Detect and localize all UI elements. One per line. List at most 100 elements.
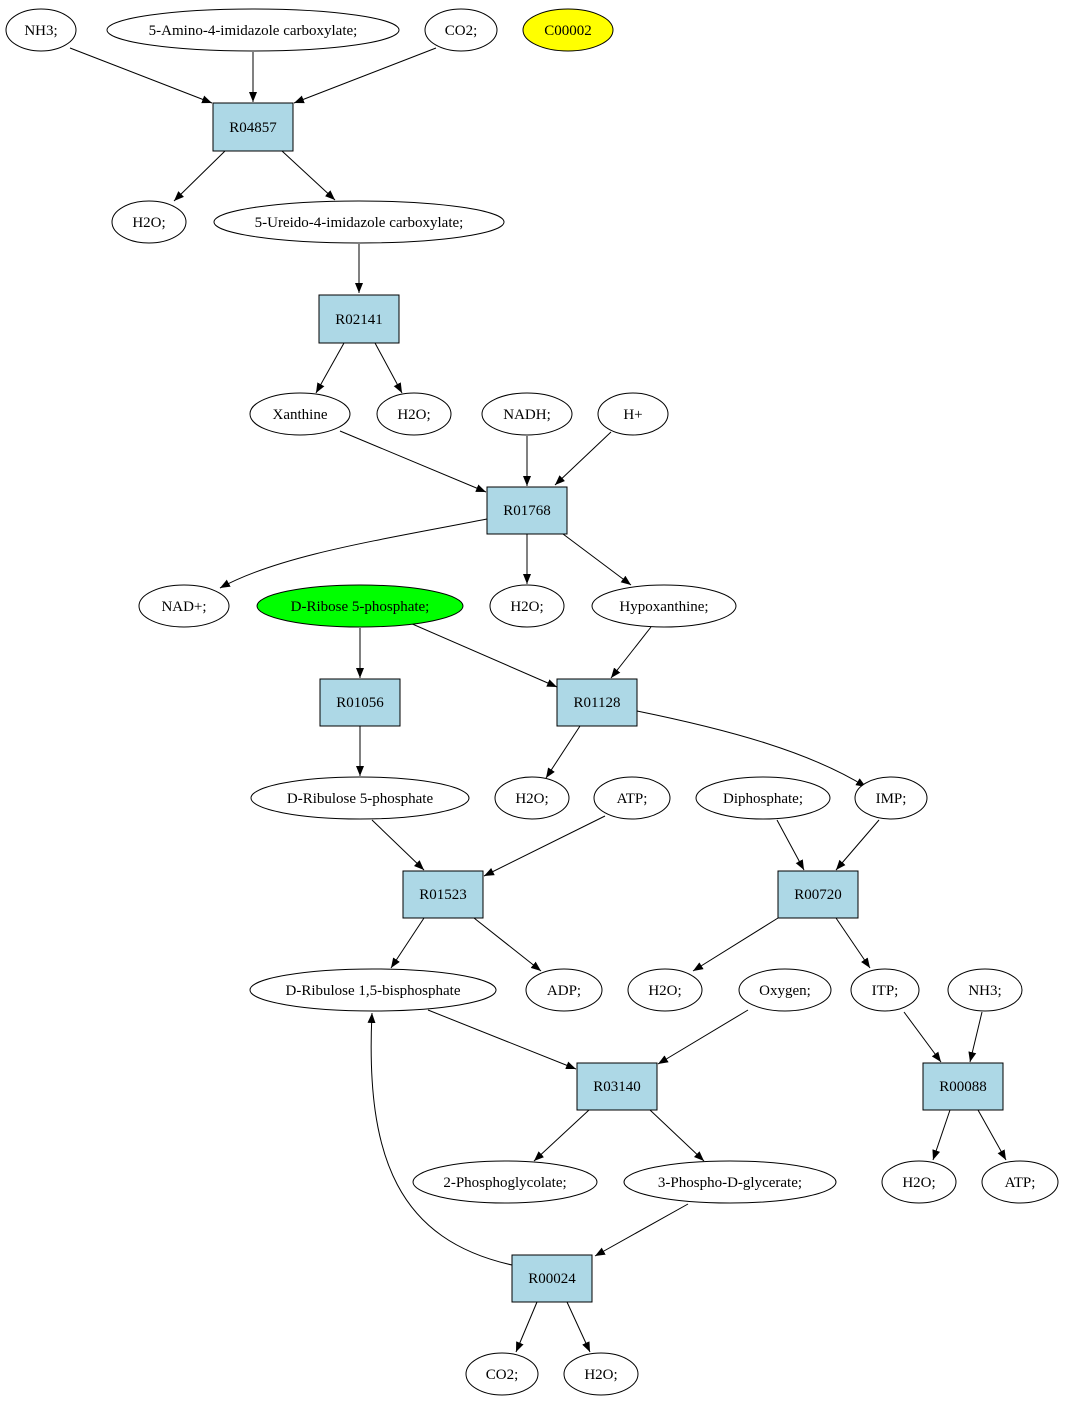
edge-oxygen-r03140 <box>657 1009 749 1065</box>
reaction-label: R01056 <box>336 695 384 711</box>
reaction-r01056[interactable]: R01056 <box>319 678 401 727</box>
node-nh3[interactable]: NH3; <box>947 968 1023 1012</box>
edge-r02141-xanthine <box>315 342 345 394</box>
node-label: D-Ribulose 1,5-bisphosphate <box>286 983 461 999</box>
node-label: Oxygen; <box>759 983 811 999</box>
node-label: 5-Ureido-4-imidazole carboxylate; <box>255 215 464 231</box>
node-nh3[interactable]: NH3; <box>5 8 77 52</box>
node-label: 2-Phosphoglycolate; <box>443 1175 566 1191</box>
node-co2[interactable]: CO2; <box>465 1352 539 1396</box>
node-label: D-Ribulose 5-phosphate <box>287 791 434 807</box>
node-imp[interactable]: IMP; <box>854 776 928 820</box>
node-3-phospho-d-glycerate[interactable]: 3-Phospho-D-glycerate; <box>623 1160 837 1204</box>
node-label: C00002 <box>544 23 592 39</box>
edge-r03140-phosphoglycerate <box>649 1109 705 1162</box>
node-nad-plus[interactable]: NAD+; <box>138 584 230 628</box>
edge-r00720-itp <box>835 917 871 969</box>
reaction-r00024[interactable]: R00024 <box>511 1254 593 1303</box>
node-d-ribose-5-phosphate[interactable]: D-Ribose 5-phosphate; <box>256 584 464 628</box>
node-adp[interactable]: ADP; <box>525 968 603 1012</box>
node-amino-imidazole-carboxylate[interactable]: 5-Amino-4-imidazole carboxylate; <box>106 8 400 52</box>
node-c00002[interactable]: C00002 <box>522 8 614 52</box>
node-h2o[interactable]: H2O; <box>627 968 703 1012</box>
node-diphosphate[interactable]: Diphosphate; <box>695 776 831 820</box>
node-ureido-imidazole-carboxylate[interactable]: 5-Ureido-4-imidazole carboxylate; <box>213 200 505 244</box>
edges <box>69 47 1007 1353</box>
node-label: CO2; <box>486 1367 519 1383</box>
edge-r00720-h2o <box>692 917 779 972</box>
edge-nh3-r04857 <box>69 47 213 104</box>
edge-ribulose5p-r01523 <box>371 819 425 871</box>
reaction-label: R01523 <box>419 887 467 903</box>
node-2-phosphoglycolate[interactable]: 2-Phosphoglycolate; <box>412 1160 598 1204</box>
edge-r00088-h2o <box>932 1109 951 1161</box>
node-itp[interactable]: ITP; <box>850 968 920 1012</box>
node-label: H2O; <box>648 983 681 999</box>
node-label: H2O; <box>510 599 543 615</box>
node-label: H2O; <box>902 1175 935 1191</box>
node-hplus[interactable]: H+ <box>597 392 669 436</box>
node-label: D-Ribose 5-phosphate; <box>291 599 430 615</box>
reaction-r00088[interactable]: R00088 <box>922 1062 1004 1111</box>
node-d-ribulose-5-phosphate[interactable]: D-Ribulose 5-phosphate <box>250 776 470 820</box>
reaction-label: R01128 <box>574 695 621 711</box>
node-label: H+ <box>623 407 642 423</box>
node-h2o[interactable]: H2O; <box>881 1160 957 1204</box>
node-label: ADP; <box>547 983 581 999</box>
node-h2o[interactable]: H2O; <box>494 776 570 820</box>
reaction-r00720[interactable]: R00720 <box>777 870 859 919</box>
node-co2[interactable]: CO2; <box>424 8 498 52</box>
node-label: H2O; <box>584 1367 617 1383</box>
node-label: ITP; <box>872 983 899 999</box>
edge-xanthine-r01768 <box>339 430 487 493</box>
node-label: NH3; <box>24 23 57 39</box>
node-nadh[interactable]: NADH; <box>481 392 573 436</box>
node-label: ATP; <box>617 791 648 807</box>
edge-diphosphate-r00720 <box>776 819 805 871</box>
reaction-label: R00720 <box>794 887 842 903</box>
edge-hypoxanthine-r01128 <box>610 626 652 679</box>
node-label: Xanthine <box>273 407 328 423</box>
reaction-label: R04857 <box>229 120 277 136</box>
reaction-label: R01768 <box>503 503 551 519</box>
node-label: H2O; <box>397 407 430 423</box>
node-h2o[interactable]: H2O; <box>111 200 187 244</box>
reaction-label: R00024 <box>528 1271 576 1287</box>
node-xanthine[interactable]: Xanthine <box>249 392 351 436</box>
node-label: 3-Phospho-D-glycerate; <box>658 1175 802 1191</box>
node-d-ribulose-1-5-bisphosphate[interactable]: D-Ribulose 1,5-bisphosphate <box>249 968 497 1012</box>
node-label: H2O; <box>132 215 165 231</box>
node-atp[interactable]: ATP; <box>593 776 671 820</box>
edge-itp-r00088 <box>903 1011 942 1063</box>
edge-r01768-hypoxanthine <box>562 533 632 586</box>
edge-r01768-nadplus <box>219 518 488 589</box>
reaction-r01768[interactable]: R01768 <box>486 486 568 535</box>
reaction-r01523[interactable]: R01523 <box>402 870 484 919</box>
reaction-nodes: R04857 R02141 R01768 R01056 R01128 R0152… <box>212 102 1004 1303</box>
reaction-r03140[interactable]: R03140 <box>576 1062 658 1111</box>
node-label: 5-Amino-4-imidazole carboxylate; <box>149 23 358 39</box>
node-h2o[interactable]: H2O; <box>563 1352 639 1396</box>
edge-r04857-h2o <box>173 150 226 202</box>
node-h2o[interactable]: H2O; <box>376 392 452 436</box>
edge-co2-r04857 <box>293 47 437 104</box>
edge-ribulose15bp-r03140 <box>427 1009 577 1070</box>
edge-r00024-ribulose15bp <box>367 1012 513 1266</box>
node-hypoxanthine[interactable]: Hypoxanthine; <box>591 584 737 628</box>
edge-r01128-h2o <box>545 725 581 779</box>
edge-nh3-r00088 <box>968 1011 983 1063</box>
edge-imp-r00720 <box>835 819 880 871</box>
reaction-label: R02141 <box>335 312 383 328</box>
reaction-label: R00088 <box>939 1079 987 1095</box>
node-atp[interactable]: ATP; <box>981 1160 1059 1204</box>
reaction-r02141[interactable]: R02141 <box>318 294 400 344</box>
edge-r04857-ureido <box>281 150 336 201</box>
edge-r02141-h2o <box>374 342 403 394</box>
edge-r01523-ribulose15bp <box>390 917 425 969</box>
edge-atp-r01523 <box>483 815 606 877</box>
reaction-r04857[interactable]: R04857 <box>212 102 294 152</box>
reaction-r01128[interactable]: R01128 <box>556 678 638 727</box>
node-h2o[interactable]: H2O; <box>489 584 565 628</box>
node-oxygen[interactable]: Oxygen; <box>738 968 832 1012</box>
